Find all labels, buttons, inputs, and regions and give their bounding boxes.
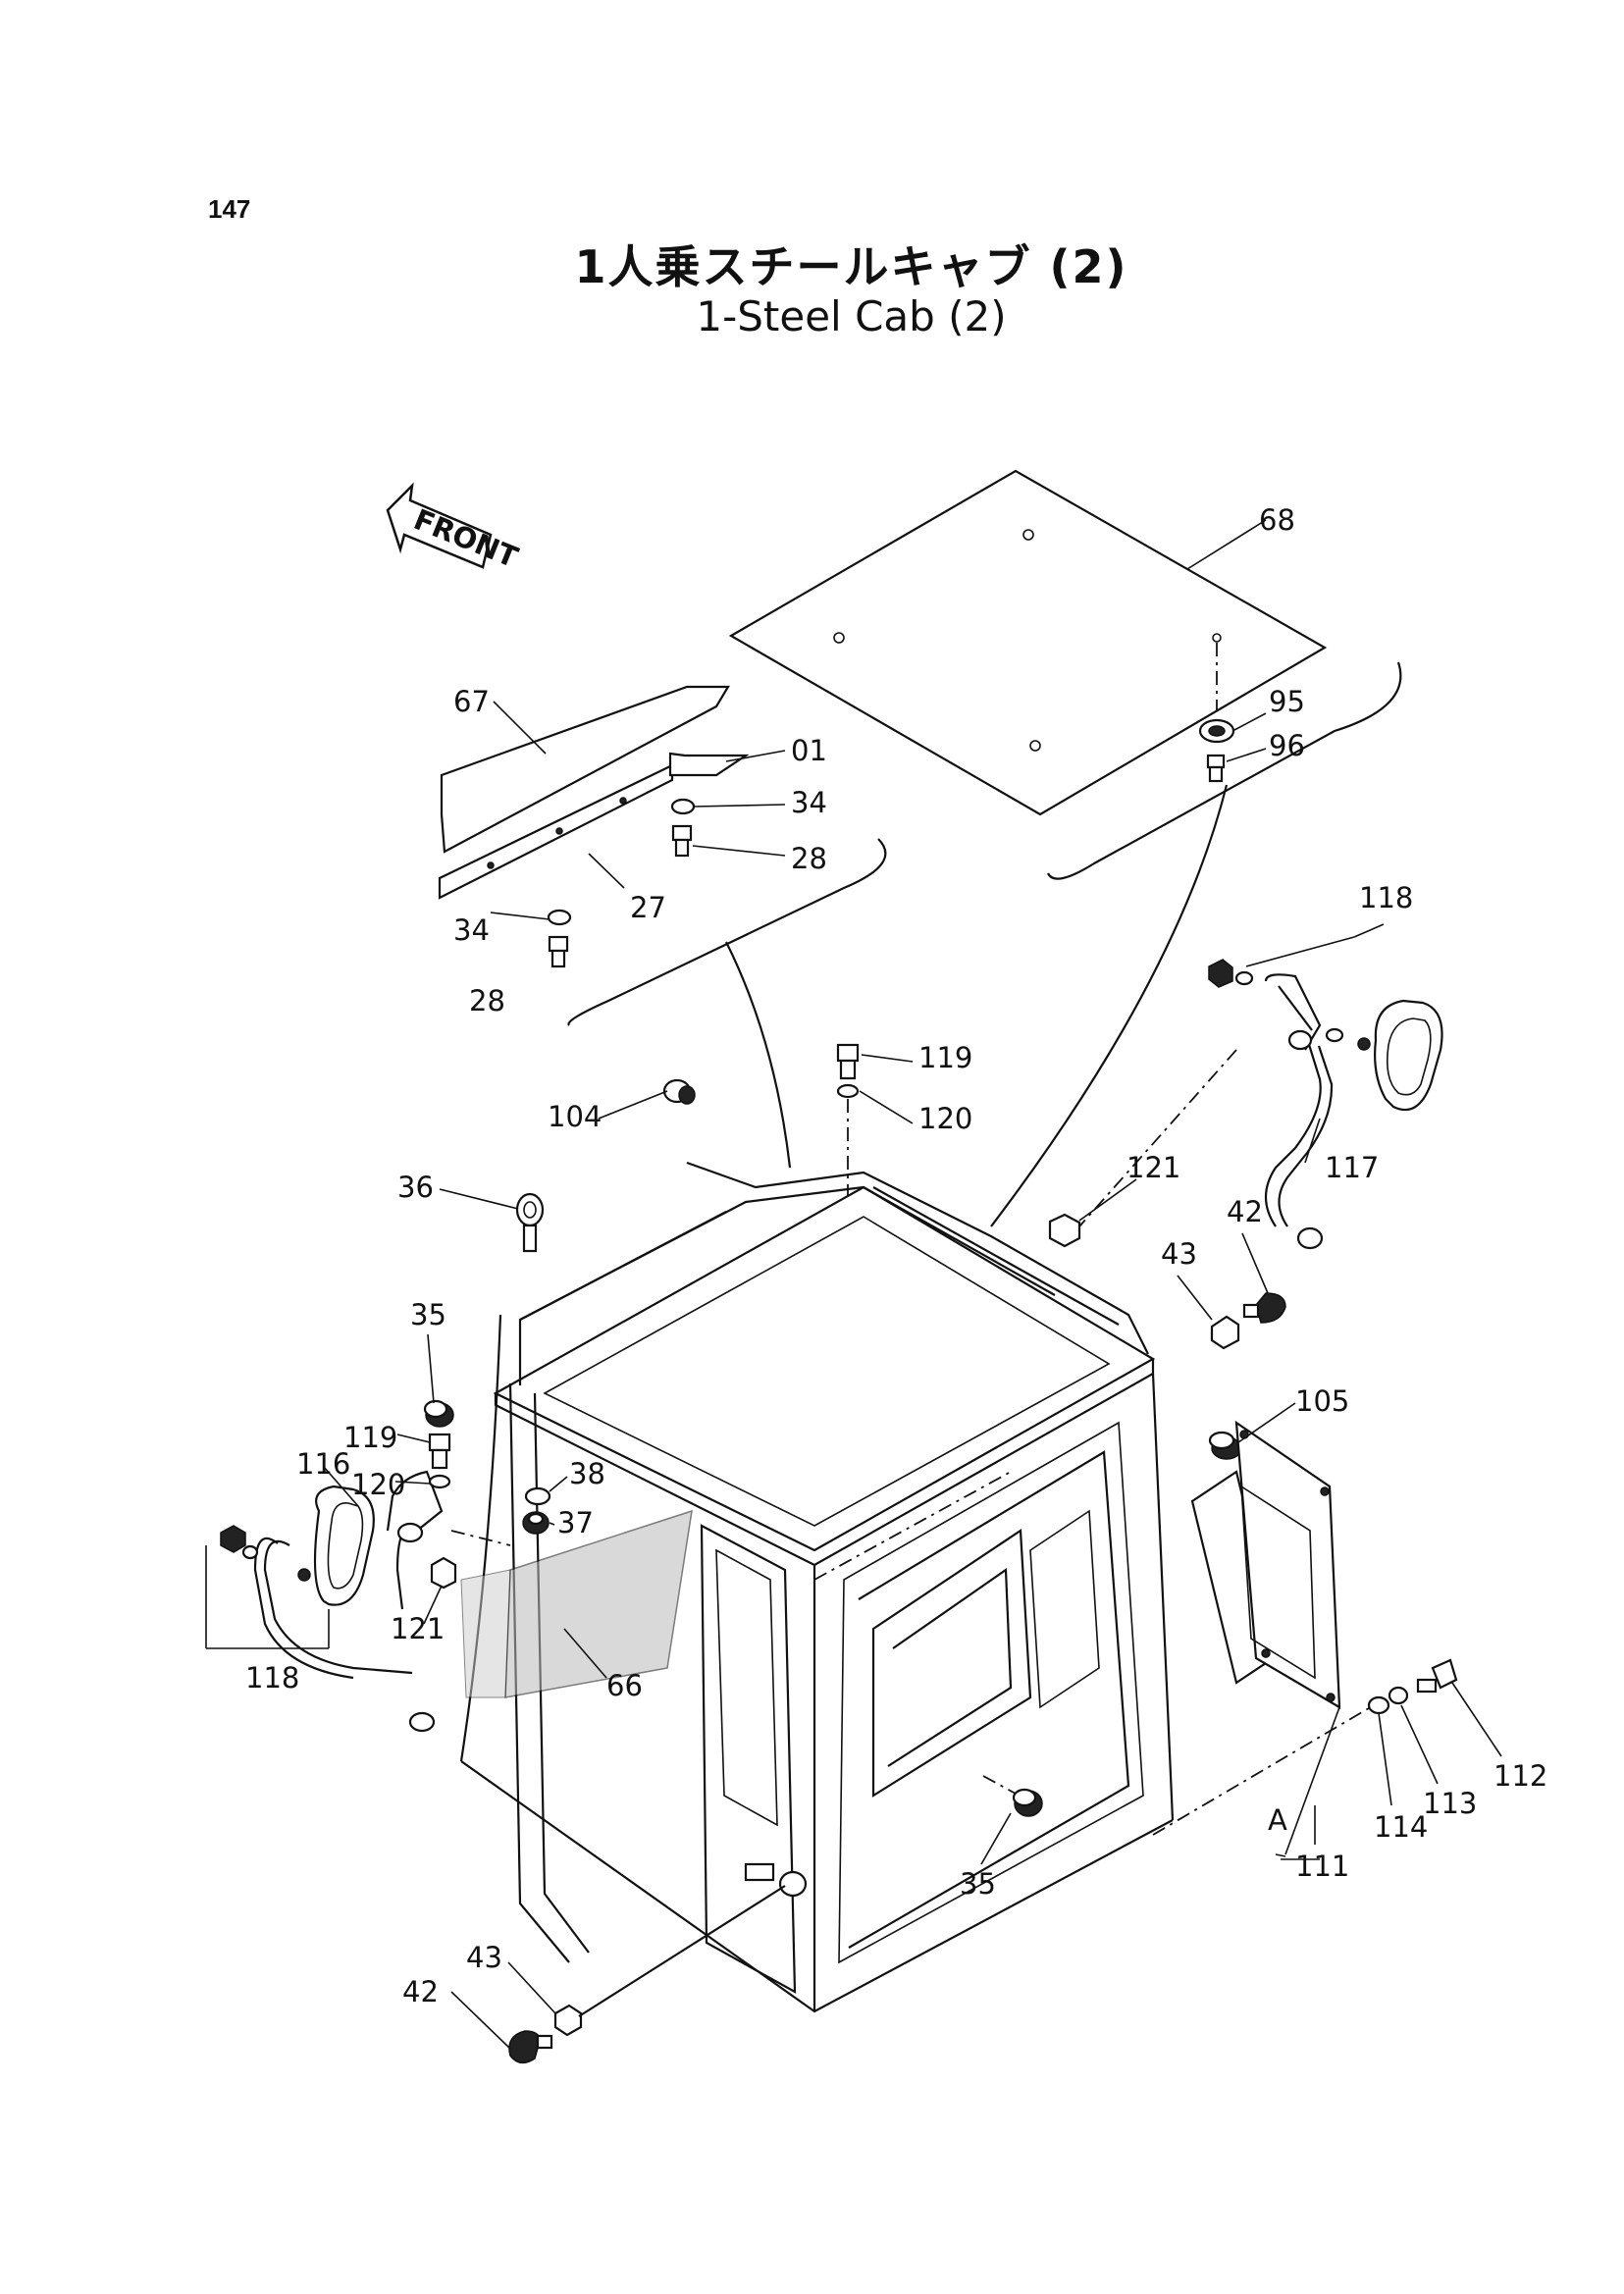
callout-01: 01 xyxy=(791,734,827,767)
page-number: 147 xyxy=(208,194,251,224)
washer-34b xyxy=(547,909,572,926)
callout-43b: 43 xyxy=(466,1941,502,1974)
callout-96: 96 xyxy=(1269,729,1305,762)
callout-42a: 42 xyxy=(1227,1195,1263,1228)
callout-67: 67 xyxy=(453,685,490,718)
callout-38: 38 xyxy=(569,1457,605,1490)
callout-34b: 34 xyxy=(453,913,490,947)
washer-38 xyxy=(524,1486,551,1506)
knob-42b xyxy=(508,2030,553,2064)
screw-96 xyxy=(1206,754,1226,783)
callout-34a: 34 xyxy=(791,786,827,819)
callout-120b: 120 xyxy=(351,1468,405,1501)
rear-plate-111 xyxy=(1190,1420,1341,1709)
callout-42b: 42 xyxy=(402,1975,439,2008)
nut-121a xyxy=(1048,1213,1081,1248)
callout-118b: 118 xyxy=(245,1661,299,1694)
nut-37 xyxy=(522,1511,550,1535)
roof-panel-68 xyxy=(728,469,1328,816)
callout-114: 114 xyxy=(1374,1810,1428,1844)
callout-36: 36 xyxy=(397,1171,434,1204)
plug-35b xyxy=(1012,1788,1043,1817)
bolt-119b xyxy=(428,1433,451,1470)
callout-118a: 118 xyxy=(1359,881,1413,914)
callout-35a: 35 xyxy=(410,1298,446,1331)
bracket-01 xyxy=(668,752,750,777)
plug-35c xyxy=(778,1870,808,1898)
bolt-112 xyxy=(1416,1658,1458,1694)
nut-121b xyxy=(430,1556,457,1590)
plug-105 xyxy=(1208,1431,1242,1460)
callout-35b: 35 xyxy=(960,1867,996,1901)
callout-104: 104 xyxy=(548,1100,602,1133)
washer-113 xyxy=(1388,1686,1409,1705)
front-arrow-label: FRONT xyxy=(409,502,523,574)
bolt-28b xyxy=(548,935,569,968)
eye-bolt-36 xyxy=(515,1192,545,1253)
washer-114 xyxy=(1367,1695,1390,1715)
title-japanese: 1人乗スチールキャブ (2) xyxy=(574,240,1128,293)
spacer-43b xyxy=(553,2004,583,2037)
knob-42a xyxy=(1242,1292,1286,1324)
mirror-left-118 xyxy=(220,1470,444,1733)
glass-panel-66 xyxy=(460,1509,693,1698)
callout-120a: 120 xyxy=(918,1102,972,1135)
cushion-104 xyxy=(662,1078,696,1105)
callout-68: 68 xyxy=(1259,503,1295,537)
washer-34a xyxy=(670,798,696,815)
washer-120b xyxy=(428,1474,451,1489)
callout-121b: 121 xyxy=(391,1612,445,1645)
callout-116: 116 xyxy=(296,1447,350,1481)
callout-117: 117 xyxy=(1325,1151,1379,1184)
washer-120a xyxy=(836,1083,860,1099)
callout-105: 105 xyxy=(1295,1384,1349,1418)
plug-35a xyxy=(423,1399,454,1428)
callout-119a: 119 xyxy=(918,1041,972,1074)
bolt-28a xyxy=(671,824,693,858)
callout-121a: 121 xyxy=(1126,1151,1180,1184)
title-english: 1-Steel Cab (2) xyxy=(696,292,1007,340)
callout-119b: 119 xyxy=(343,1421,397,1454)
callout-113: 113 xyxy=(1423,1787,1477,1820)
callout-66: 66 xyxy=(606,1669,643,1702)
callout-28b: 28 xyxy=(469,984,505,1017)
callout-37: 37 xyxy=(557,1506,594,1539)
callout-95: 95 xyxy=(1269,685,1305,718)
callout-A: A xyxy=(1268,1803,1287,1837)
callout-28a: 28 xyxy=(791,842,827,875)
spacer-43a xyxy=(1210,1315,1240,1350)
front-arrow-icon: FRONT xyxy=(386,482,523,574)
cab-body xyxy=(450,1161,1175,2013)
callout-112: 112 xyxy=(1493,1759,1547,1793)
callout-43a: 43 xyxy=(1161,1237,1197,1271)
bolt-119a xyxy=(836,1043,860,1080)
callout-111: 111 xyxy=(1295,1850,1349,1883)
strip-67 xyxy=(440,685,730,854)
mirror-right-118 xyxy=(1208,959,1443,1250)
callout-27: 27 xyxy=(630,891,666,924)
